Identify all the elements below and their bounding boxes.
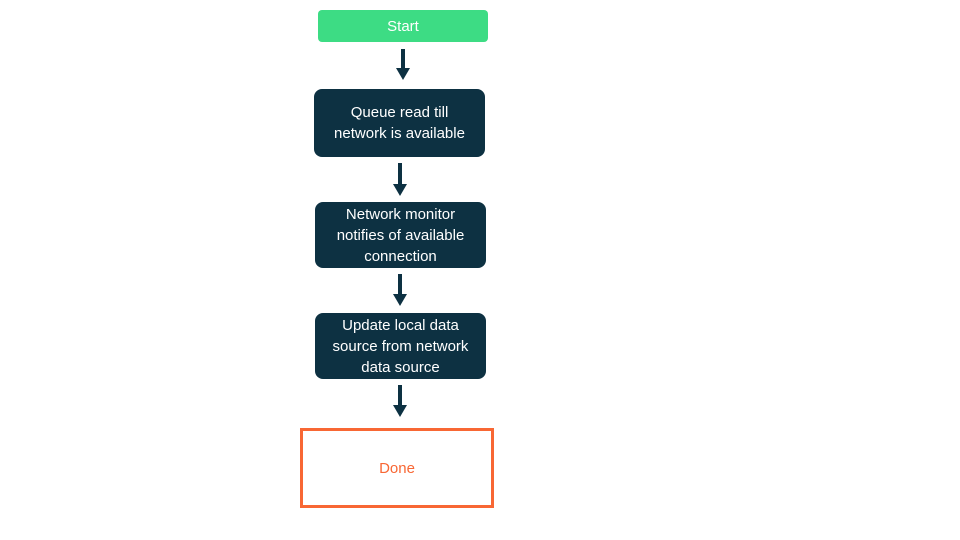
arrow-head [393,294,407,306]
flow-node-start: Start [318,10,488,42]
down-arrow-icon [393,163,407,196]
flow-node-network-monitor: Network monitor notifies of available co… [315,202,486,268]
flow-node-done-label: Done [379,459,415,477]
down-arrow-icon [393,274,407,306]
flow-node-queue-read-label: Queue read till network is available [334,104,465,142]
down-arrow-icon [396,49,410,80]
flow-node-network-monitor-label: Network monitor notifies of available co… [336,205,465,265]
flow-node-queue-read: Queue read till network is available [314,89,485,157]
arrow-stem [398,163,402,184]
arrow-stem [398,274,402,294]
arrow-head [393,184,407,196]
flow-node-start-label: Start [387,17,419,35]
flow-node-update-local-data-label: Update local data source from network da… [332,316,469,376]
arrow-stem [401,49,405,68]
arrow-stem [398,385,402,405]
arrow-head [396,68,410,80]
arrow-head [393,405,407,417]
down-arrow-icon [393,385,407,417]
flow-node-done: Done [300,428,494,508]
flow-node-update-local-data: Update local data source from network da… [315,313,486,379]
